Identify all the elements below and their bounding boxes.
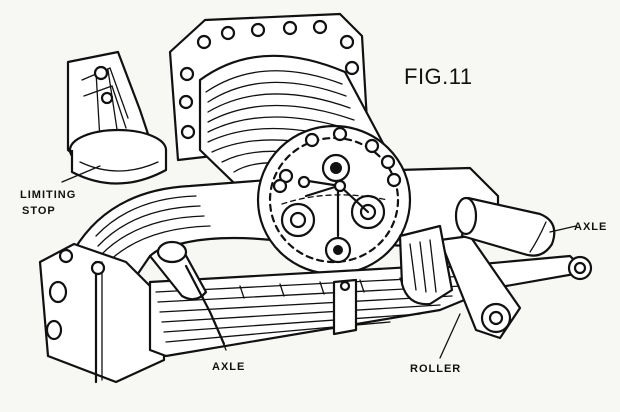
roller-label: ROLLER xyxy=(410,363,461,375)
limiting-stop-bracket xyxy=(66,50,168,185)
limiting-stop-label-line1: LIMITING xyxy=(20,189,76,201)
axle-right-label: AXLE xyxy=(574,221,607,233)
spring-hanger-block xyxy=(38,242,166,384)
leaf-spring xyxy=(148,264,476,358)
leader-lines xyxy=(61,165,577,359)
limiting-stop-label-line2: STOP xyxy=(22,205,56,217)
axle-right xyxy=(454,196,556,257)
pinion-left xyxy=(280,202,316,238)
face-bolts xyxy=(272,126,402,194)
figure-title: FIG.11 xyxy=(404,64,473,89)
axle-bottom-label: AXLE xyxy=(212,361,245,373)
plate-bolts xyxy=(178,19,360,140)
pinion-top xyxy=(321,153,351,183)
roller xyxy=(398,224,454,306)
pinion-bottom xyxy=(324,236,352,264)
cylinder-end-face xyxy=(256,124,412,276)
